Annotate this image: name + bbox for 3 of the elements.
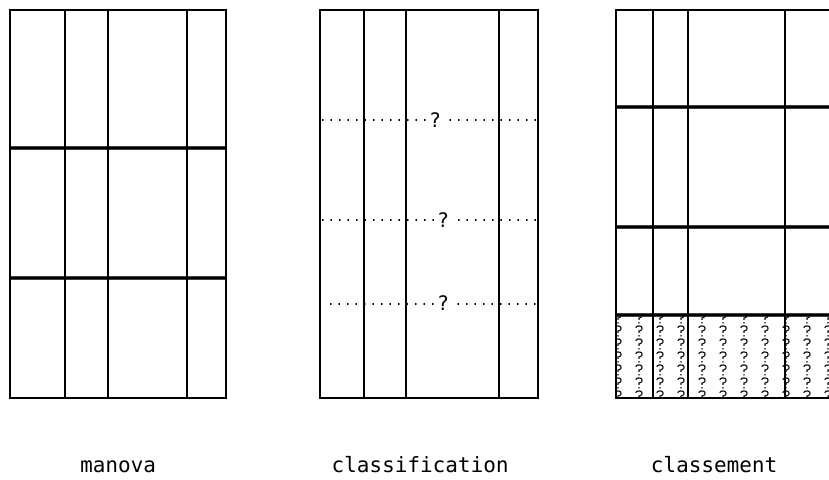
caption: manova — [79, 455, 157, 475]
caption: classification — [330, 455, 510, 475]
caption: classement — [650, 455, 778, 475]
